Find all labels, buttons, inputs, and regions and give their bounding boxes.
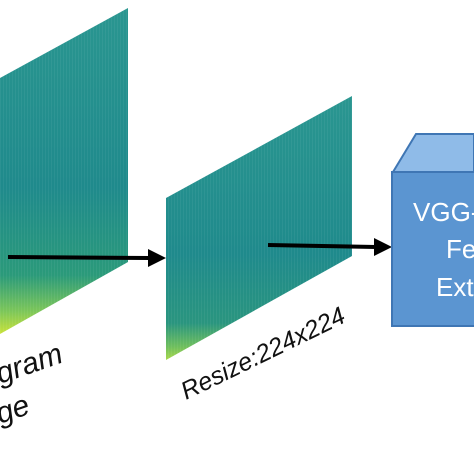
arrow-2 xyxy=(267,238,392,256)
model-box-line-1: VGG- xyxy=(413,197,474,227)
spectrogram-label-line-2: ge xyxy=(0,389,34,431)
model-box-line-2: Fe xyxy=(446,234,474,264)
arrow-1 xyxy=(7,249,166,267)
spectrogram-image xyxy=(0,8,128,334)
model-box: VGG- Fe Ext xyxy=(391,133,474,327)
spectrogram-label-line-1: gram xyxy=(0,337,67,390)
resized-spectrogram-image xyxy=(166,96,352,360)
model-box-line-3: Ext xyxy=(436,272,474,302)
